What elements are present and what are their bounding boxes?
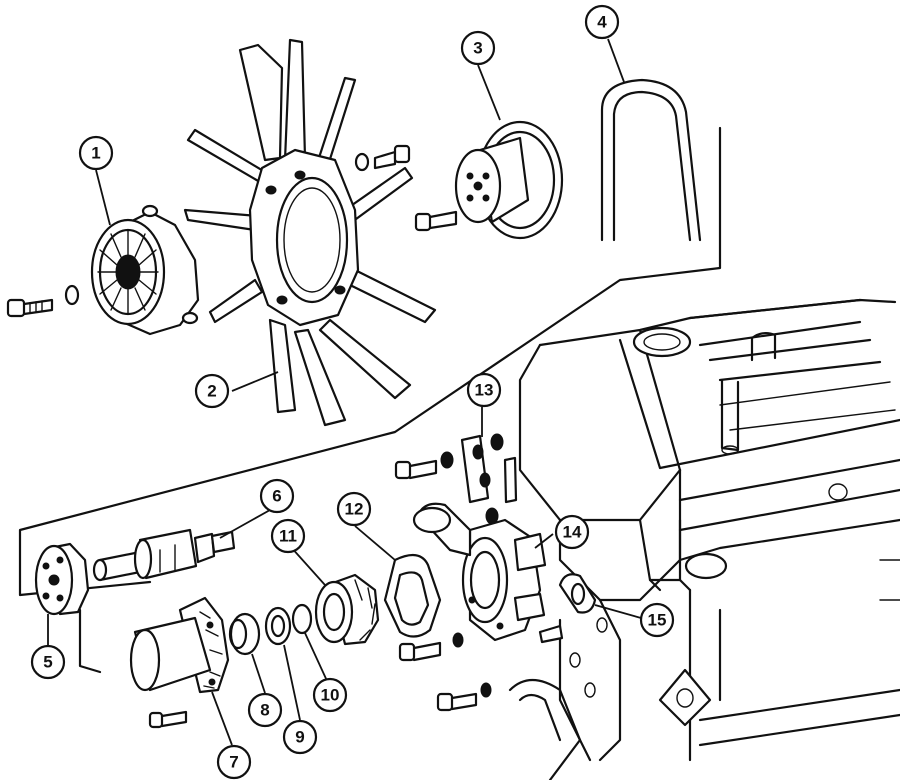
callout-13: 13	[466, 372, 502, 408]
callout-label: 2	[207, 382, 216, 401]
clutch-bolt	[6, 284, 80, 318]
callout-label: 6	[272, 487, 281, 506]
pump-housing	[129, 596, 230, 694]
water-pump-pulley	[454, 120, 564, 240]
callout-label: 10	[321, 686, 340, 705]
fan-bolt	[354, 144, 411, 172]
pump-shaft	[92, 528, 236, 582]
callout-4: 4	[584, 4, 620, 40]
housing-bolt	[148, 710, 188, 729]
callout-9: 9	[282, 719, 318, 755]
callout-label: 13	[475, 381, 494, 400]
callout-label: 7	[229, 753, 238, 772]
callout-10: 10	[312, 677, 348, 713]
thermostat-housing	[412, 502, 547, 642]
callout-label: 1	[91, 144, 100, 163]
bracket	[394, 433, 518, 525]
callout-12: 12	[336, 491, 372, 527]
fan-clutch	[90, 204, 200, 336]
gasket	[383, 553, 442, 638]
v-belt	[600, 78, 702, 242]
pulley-bolt	[414, 210, 458, 232]
leader-lines	[47, 38, 642, 746]
engine-block	[18, 126, 900, 780]
seal-ring	[228, 612, 261, 656]
washer	[264, 606, 292, 646]
callout-label: 3	[473, 39, 482, 58]
callout-14: 14	[554, 514, 590, 550]
callout-label: 5	[43, 653, 52, 672]
callout-6: 6	[259, 478, 295, 514]
small-gasket	[558, 573, 597, 614]
o-ring	[291, 603, 313, 635]
hub-flange	[34, 542, 90, 616]
callout-label: 11	[279, 527, 297, 546]
callout-7: 7	[216, 744, 252, 780]
callout-1: 1	[78, 135, 114, 171]
callout-label: 14	[563, 523, 582, 542]
callout-label: 8	[260, 701, 269, 720]
callout-15: 15	[639, 602, 675, 638]
callout-11: 11	[270, 518, 306, 554]
callout-2: 2	[194, 373, 230, 409]
housing-lower-bolts	[398, 624, 564, 712]
cooling-fan	[183, 38, 437, 427]
callout-label: 12	[345, 500, 364, 519]
callout-3: 3	[460, 30, 496, 66]
callout-8: 8	[247, 692, 283, 728]
callout-label: 15	[648, 611, 667, 630]
callout-label: 4	[597, 13, 607, 32]
impeller	[314, 573, 380, 646]
callout-5: 5	[30, 644, 66, 680]
callout-label: 9	[295, 728, 304, 747]
